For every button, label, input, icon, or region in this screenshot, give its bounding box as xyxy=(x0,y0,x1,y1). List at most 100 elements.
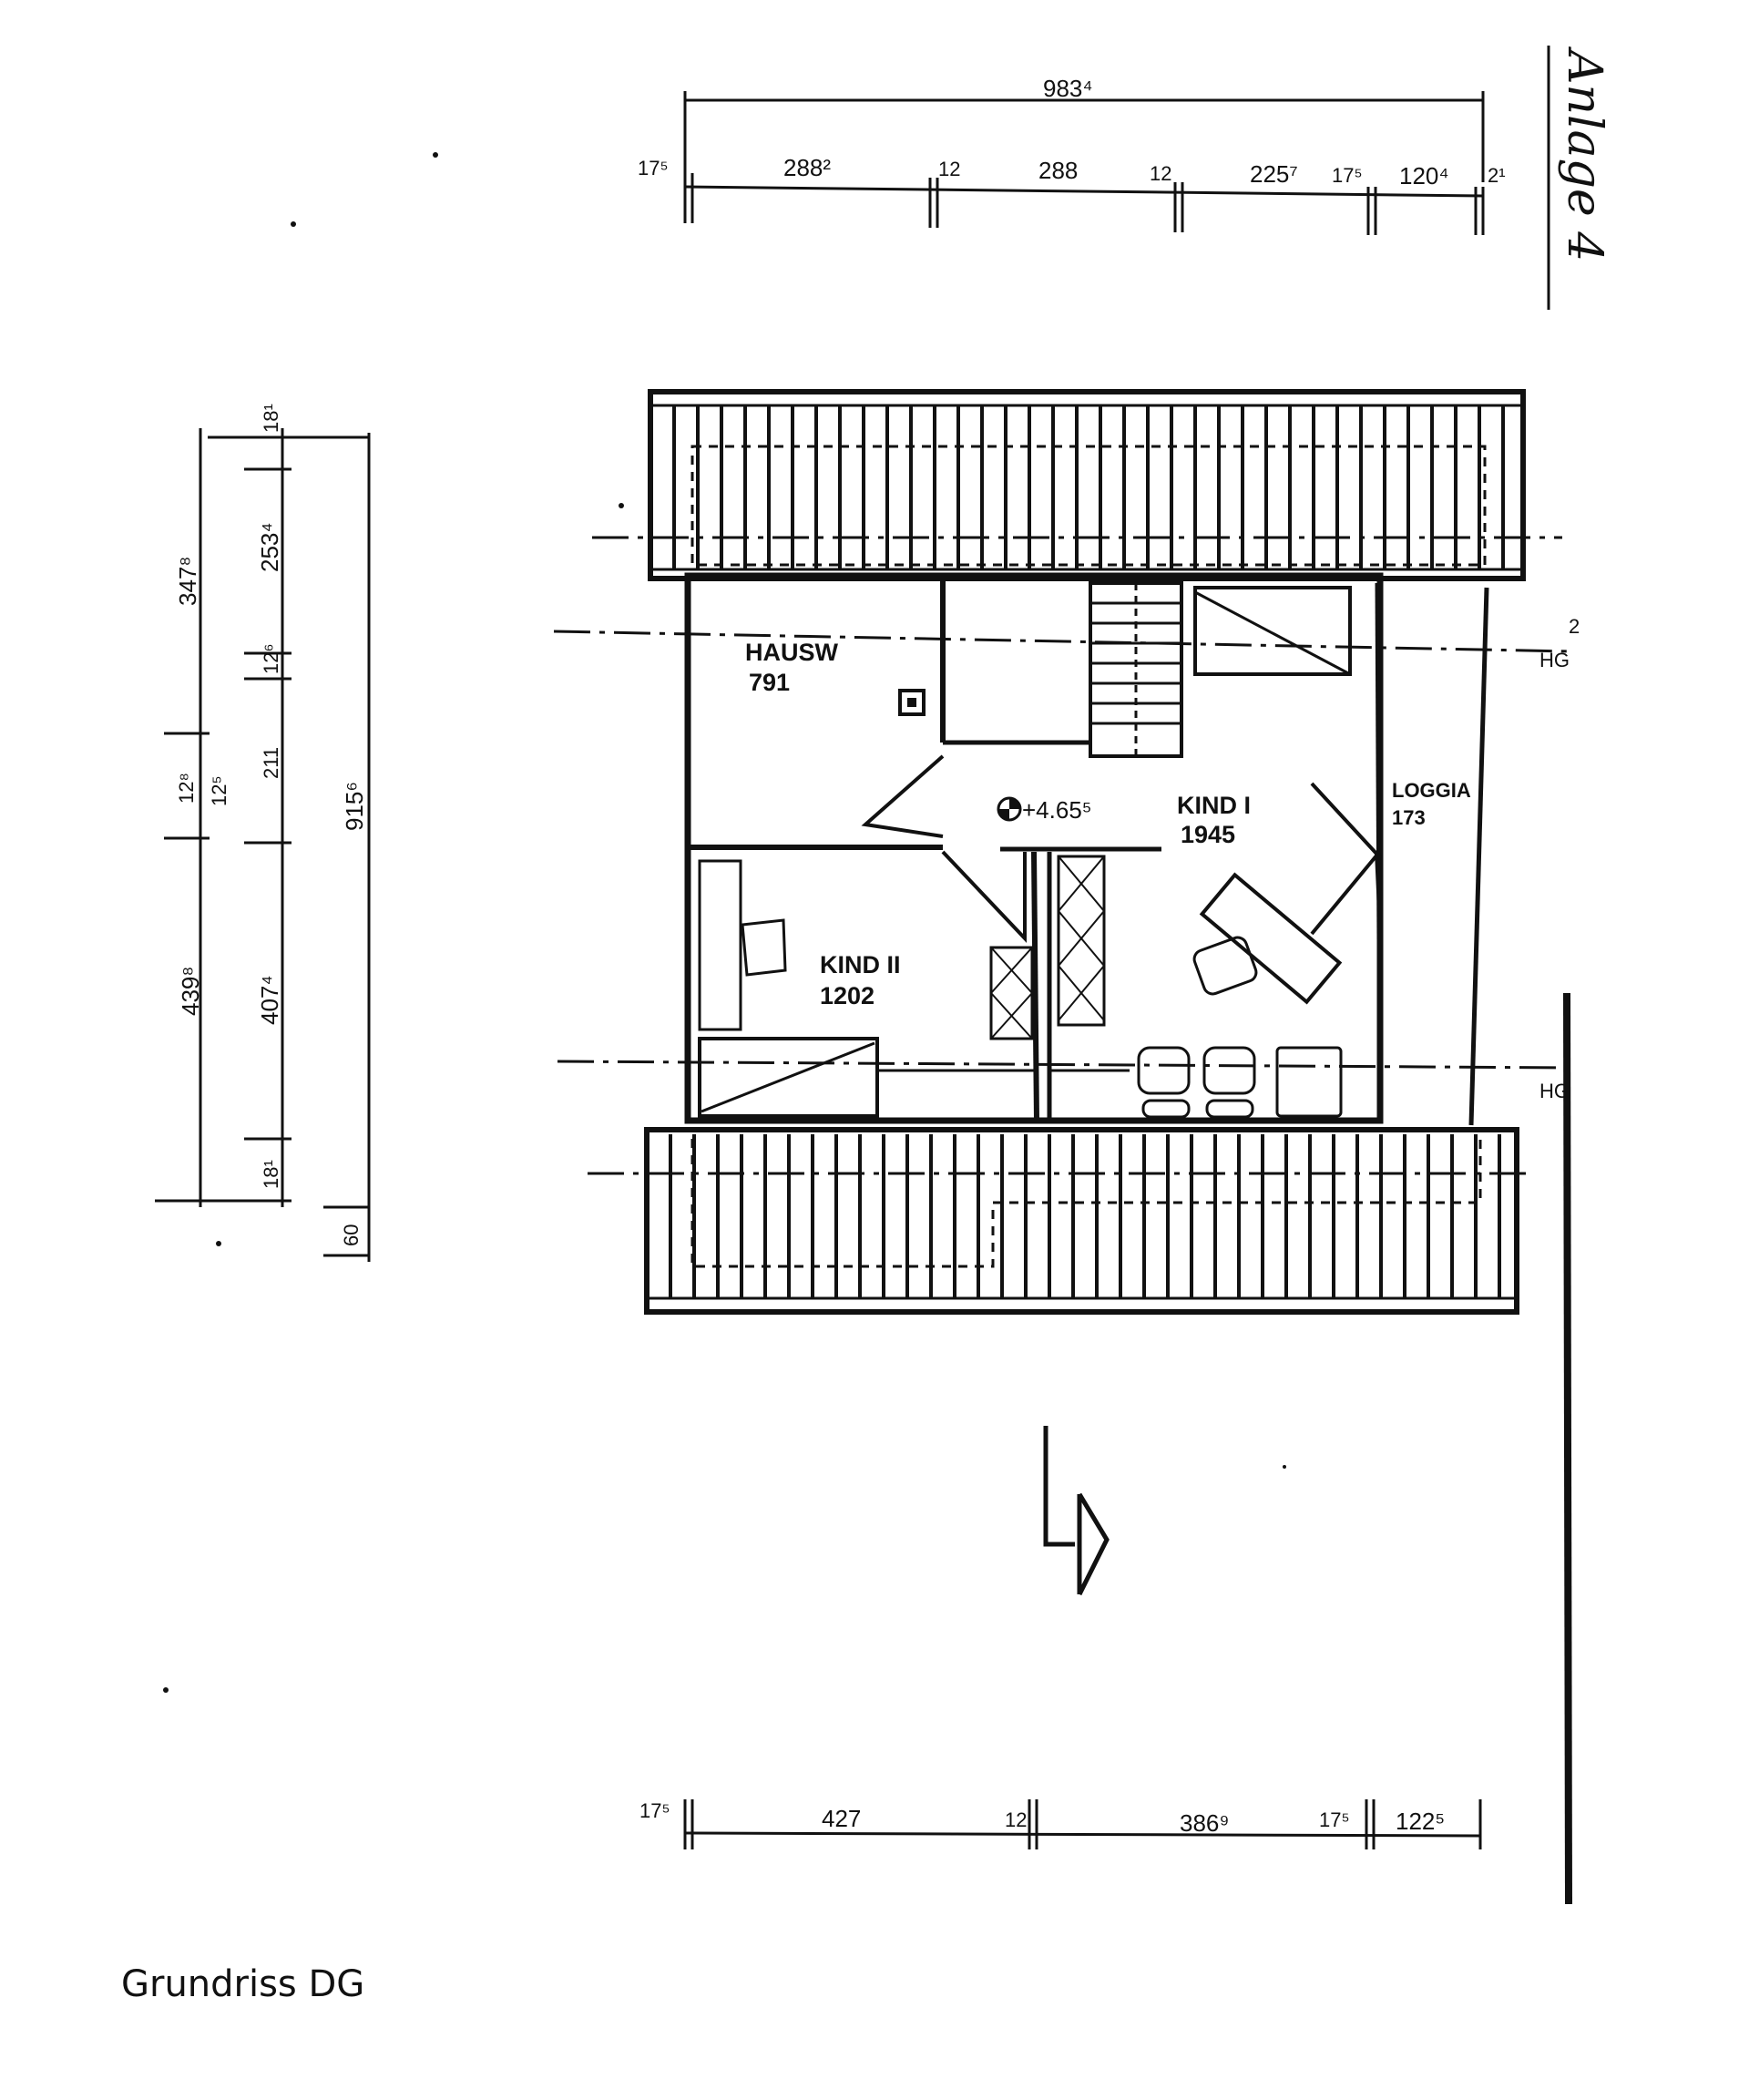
left-ticks xyxy=(155,435,369,1257)
bottom-seg-3: 386⁹ xyxy=(1180,1809,1230,1837)
upper-roof xyxy=(648,389,1526,581)
wardrobe-x xyxy=(990,947,1033,994)
axis-lines xyxy=(553,536,1572,1175)
wardrobe-x xyxy=(990,992,1033,1040)
kind1-chair xyxy=(1192,936,1258,996)
wardrobe-x xyxy=(1058,855,1105,912)
left-dimension-chains: 347⁸ 12⁸ 12⁵ 439⁸ 18¹ 253⁴ 12⁶ 211 407⁴ … xyxy=(155,404,371,1262)
speck xyxy=(216,1241,221,1246)
storage-box xyxy=(1193,586,1352,676)
bottom-segment-line xyxy=(684,1831,1481,1838)
kind1-desk xyxy=(1199,872,1343,1005)
loggia-wall xyxy=(1375,851,1383,912)
left-inner-4: 407⁴ xyxy=(256,975,283,1025)
kind2-bed-diagonal xyxy=(701,1041,875,1113)
seat xyxy=(1205,1099,1254,1119)
speck xyxy=(1283,1465,1286,1469)
bottom-segment-ticks xyxy=(683,1799,1482,1849)
top-seg-7: 120⁴ xyxy=(1399,162,1449,190)
bottom-seg-1: 427 xyxy=(822,1805,861,1832)
kind2-right-wall xyxy=(1031,851,1039,1122)
left-extra-label: 60 xyxy=(340,1224,363,1246)
loggia-door xyxy=(1310,782,1380,936)
scan-specks xyxy=(163,152,1286,1693)
kind2-wardrobe xyxy=(989,946,1034,1040)
section-upper-number: 2 xyxy=(1569,615,1580,638)
speck xyxy=(433,152,438,158)
axis-line-hg-lower xyxy=(557,1060,1572,1070)
top-dimension-chain: 983⁴ 17⁵ 288² 12 288 12 225⁷ 17⁵ 120⁴ 2¹ xyxy=(638,75,1506,235)
walls xyxy=(684,572,1489,1126)
top-seg-8: 2¹ xyxy=(1488,164,1506,187)
top-overall-label: 983⁴ xyxy=(1043,75,1093,102)
room-area-kind1: 1945 xyxy=(1181,821,1235,848)
annotation-text: Anlage 4 xyxy=(1557,46,1611,261)
chimney-core xyxy=(907,698,916,707)
bottom-seg-0: 17⁵ xyxy=(639,1799,670,1822)
left-inner-3: 211 xyxy=(260,747,282,779)
bottom-dimension-chain: 17⁵ 427 12 386⁹ 17⁵ 122⁵ xyxy=(639,1799,1482,1849)
right-section-line xyxy=(1563,992,1572,1905)
lower-roof-outline xyxy=(644,1127,1519,1315)
room-area-loggia: 173 xyxy=(1392,806,1426,829)
lower-roof xyxy=(644,1127,1519,1315)
top-seg-3: 288 xyxy=(1038,157,1078,184)
upper-roof-outline xyxy=(648,389,1526,581)
stair-treads xyxy=(1090,583,1181,756)
kind1-seating xyxy=(1137,1046,1343,1119)
kind1-desk-top xyxy=(1199,872,1343,1005)
section-upper-label: HG xyxy=(1539,649,1570,671)
lower-roof-hatching xyxy=(669,1134,1501,1298)
bottom-seg-5: 122⁵ xyxy=(1396,1808,1445,1835)
annotation-group: Anlage 4 xyxy=(1557,46,1611,261)
room-label-kind1: KIND I xyxy=(1177,792,1251,819)
left-outer-3: 439⁸ xyxy=(177,967,204,1016)
left-inner-1: 253⁴ xyxy=(256,522,283,572)
corridor-left-diagonal xyxy=(861,754,945,838)
seat xyxy=(1202,1046,1256,1095)
left-inner-2: 12⁶ xyxy=(260,643,282,674)
upper-roof-dashed-outline xyxy=(690,445,1487,567)
room-area-kind2: 1202 xyxy=(820,982,874,1009)
north-arrow-shaft xyxy=(1043,1426,1075,1547)
axis-line-hg-upper xyxy=(553,630,1572,653)
storage-box-diagonal xyxy=(1194,590,1351,676)
room-label-loggia: LOGGIA xyxy=(1392,779,1471,802)
kind2-bed xyxy=(698,1037,879,1118)
kind1-wardrobe xyxy=(1057,855,1106,1027)
north-arrow-icon xyxy=(1043,1426,1110,1596)
caption: Grundriss DG xyxy=(121,1963,365,2005)
level-marker-fill xyxy=(998,798,1020,820)
left-total-label: 915⁶ xyxy=(341,782,368,831)
north-arrow-head xyxy=(1077,1492,1110,1596)
seat xyxy=(1141,1099,1191,1119)
room-area-hausw: 791 xyxy=(749,669,790,696)
upper-roof-hatching xyxy=(672,405,1505,569)
top-seg-2: 12 xyxy=(938,158,960,180)
bottom-seg-4: 17⁵ xyxy=(1319,1808,1350,1831)
left-outer-2: 12⁵ xyxy=(208,775,230,806)
seat xyxy=(1275,1046,1343,1118)
wardrobe-x xyxy=(1058,910,1105,967)
speck xyxy=(619,503,624,508)
left-outer-1: 12⁸ xyxy=(175,773,198,804)
lower-roof-dashed-outline xyxy=(690,1139,1482,1268)
top-seg-1: 288² xyxy=(783,154,831,181)
level-label: +4.65⁵ xyxy=(1022,796,1092,824)
seat xyxy=(1137,1046,1191,1095)
top-seg-4: 12 xyxy=(1150,162,1171,185)
top-seg-0: 17⁵ xyxy=(638,157,669,179)
left-inner-5: 18¹ xyxy=(260,1160,282,1189)
bottom-seg-2: 12 xyxy=(1005,1808,1027,1831)
top-segment-ticks xyxy=(683,173,1485,235)
speck xyxy=(291,221,296,227)
wardrobe-x xyxy=(1058,965,1105,1021)
chimney xyxy=(898,689,926,716)
kind2-desk xyxy=(698,859,742,1031)
top-seg-6: 17⁵ xyxy=(1332,164,1363,187)
kind2-chair xyxy=(741,918,787,977)
left-inner-0: 18¹ xyxy=(260,404,282,433)
room-label-kind2: KIND II xyxy=(820,951,901,978)
corridor-bottom-diagonal xyxy=(941,850,1027,944)
